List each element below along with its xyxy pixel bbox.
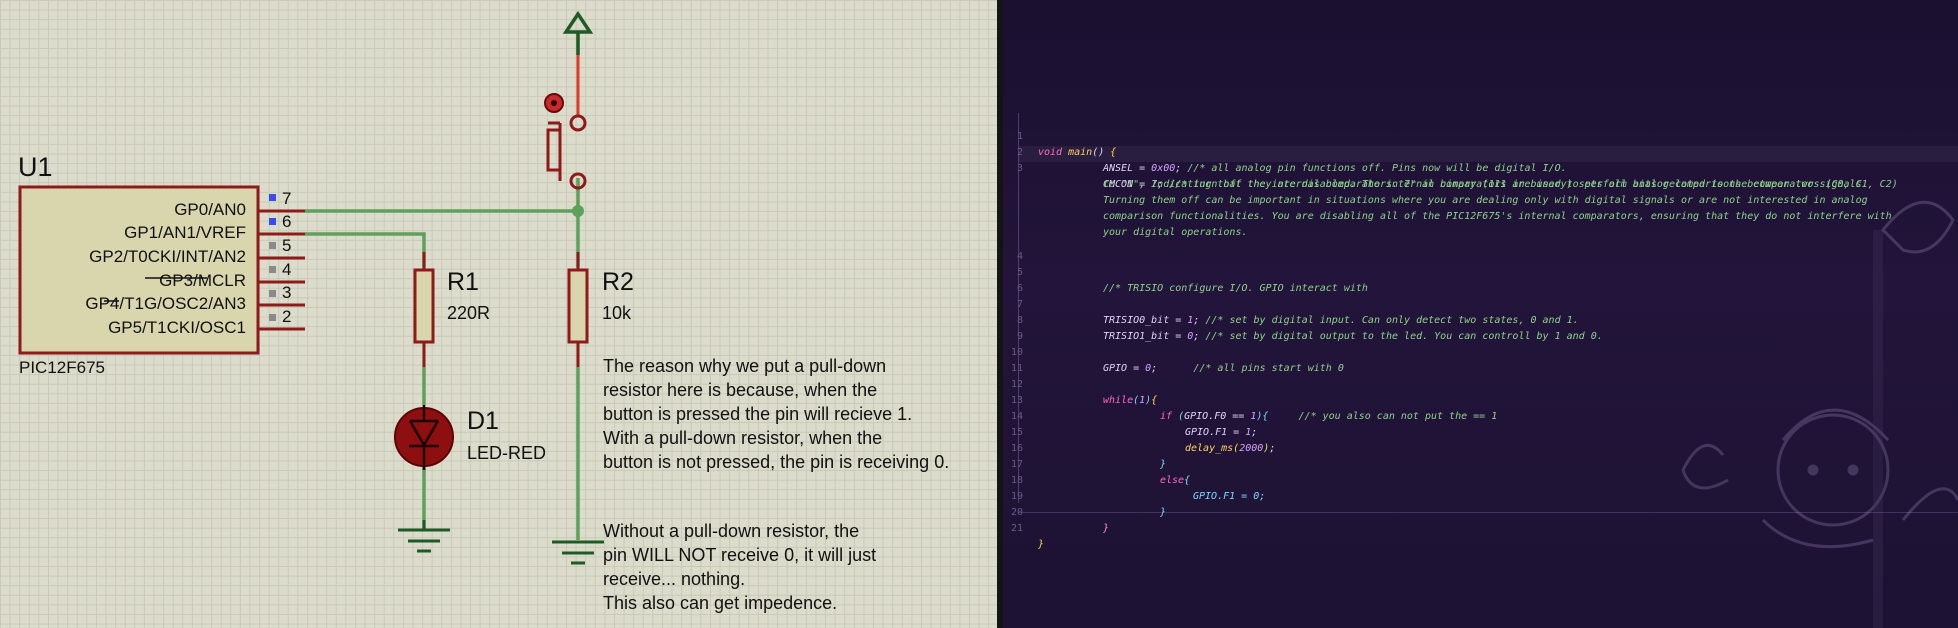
pin-number-6: 6: [282, 212, 292, 231]
r2-value-label: 10k: [602, 303, 632, 323]
code-line-8: 8 TRISIO1_bit = 0; //* set by digital ou…: [1016, 315, 1603, 342]
code-line-2: 2 ANSEL = 0x00; //* all analog pin funct…: [1016, 147, 1567, 174]
schematic-canvas[interactable]: U1 PIC12F675 GP0/AN0 GP1/AN1/VREF GP2/T0…: [0, 0, 997, 628]
code-line-7: 7 TRISIO0_bit = 1; //* set by digital in…: [1016, 299, 1579, 326]
code-line-18: 18 GPIO.F1 = 0;: [1010, 475, 1266, 502]
no-pull-down-note: Without a pull-down resistor, the pin WI…: [603, 521, 877, 613]
split-divider[interactable]: [997, 0, 1003, 628]
code-editor[interactable]: 1 void main() { 2 ANSEL = 0x00; //* all …: [1003, 0, 1958, 628]
code-line-19: 19 }: [1010, 491, 1167, 518]
editor-background-art: [1681, 200, 1958, 628]
code-line-15: 15 delay_ms(2000);: [1010, 427, 1276, 454]
code-line-5: 5 //* TRISIO configure I/O. GPIO interac…: [1016, 267, 1368, 294]
d1-value-label: LED-RED: [467, 443, 547, 463]
code-line-1: 1 void main() {: [1016, 131, 1117, 158]
code-line-11: 11: [1010, 363, 1023, 374]
code-line-3-wrap-2: Turning them off can be important in sit…: [1103, 195, 1868, 206]
editor-end-rule: [1018, 512, 1958, 513]
pin-name-gp1: GP1/AN1/VREF: [124, 223, 246, 242]
schematic-drawing: [18, 10, 604, 565]
code-line-4: 4: [1016, 251, 1023, 262]
pin-number-7: 7: [282, 189, 292, 208]
code-line-3-wrap-3: comparison functionalities. You are disa…: [1103, 211, 1892, 222]
r2-ref-label: R2: [602, 268, 634, 296]
junction-dot: [572, 205, 584, 217]
code-line-3-wrap-4: your digital operations.: [1103, 227, 1248, 238]
led-d1: [394, 405, 454, 470]
pin-name-gp2: GP2/T0CKI/INT/AN2: [89, 247, 246, 266]
push-button: [546, 114, 587, 190]
u1-body: [18, 185, 260, 355]
code-line-14: 14 GPIO.F1 = 1;: [1010, 411, 1258, 438]
pin-name-gp3: GP3/MCLR: [159, 271, 246, 290]
gutter-line: [1018, 113, 1019, 503]
code-line-20: 20 }: [1010, 507, 1110, 534]
pin-name-gp4: GP4/T1G/OSC2/AN3: [85, 294, 246, 313]
r1-value-label: 220R: [447, 303, 491, 323]
code-line-3-wrap-1: to "1", Indicating that they are disable…: [1103, 179, 1868, 190]
code-line-12: 12 while(1){: [1010, 379, 1158, 406]
pin-number-5: 5: [282, 236, 292, 255]
r1-ref-label: R1: [447, 268, 479, 296]
u1-part-label: PIC12F675: [19, 358, 105, 377]
code-line-17: 17 else{: [1010, 459, 1191, 486]
current-line-highlight: [1018, 146, 1958, 162]
code-line-21: 21 }: [1010, 523, 1045, 550]
code-line-3: 3 CMCON = 7; //* turn off the internal c…: [1016, 163, 1898, 190]
power-terminal: [562, 10, 594, 115]
d1-ref-label: D1: [467, 407, 499, 435]
pin-number-4: 4: [282, 260, 292, 279]
pin-name-gp0: GP0/AN0: [174, 200, 246, 219]
code-line-6: 6: [1016, 283, 1023, 294]
code-line-13: 13 if (GPIO.F0 == 1){ //* you also can n…: [1010, 395, 1498, 422]
code-line-16: 16 }: [1010, 443, 1167, 470]
pin-name-gp5: GP5/T1CKI/OSC1: [108, 318, 246, 337]
code-line-9: 9: [1016, 331, 1023, 342]
pin-number-3: 3: [282, 283, 292, 302]
code-line-10: 10 GPIO = 0; //* all pins start with 0: [1010, 347, 1344, 374]
wire-gp1: [305, 232, 426, 267]
pull-down-note: The reason why we put a pull-down resist…: [603, 356, 950, 472]
pin-number-2: 2: [282, 307, 292, 326]
u1-ref-label: U1: [18, 152, 53, 182]
